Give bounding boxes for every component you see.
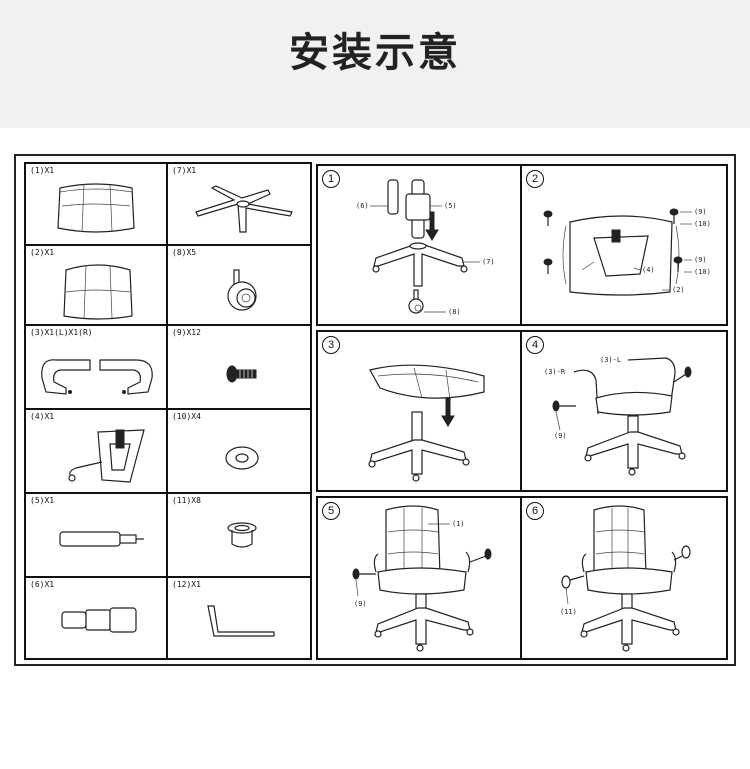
step-number: 3: [322, 336, 340, 354]
step-number: 1: [322, 170, 340, 188]
svg-text:(6): (6): [356, 202, 369, 210]
step-4-panel: 4 (3)-L (3)-R (9): [520, 330, 728, 492]
svg-text:(1): (1): [452, 520, 465, 528]
part-label: (3)X1(L)X1(R): [30, 328, 93, 337]
step-5-illustration: (1) (9): [352, 505, 492, 652]
instruction-sheet: [14, 154, 736, 666]
step-6-illustration: (11): [560, 505, 691, 652]
step-3-illustration: [368, 364, 485, 482]
part-cell-3: (3)X1(L)X1(R): [24, 324, 168, 410]
step-2-illustration: (9) (10) (9) (10) (4) (2): [543, 208, 711, 296]
step-number: 5: [322, 502, 340, 520]
part-label: (1)X1: [30, 166, 55, 175]
part-label: (12)X1: [172, 580, 201, 589]
svg-text:(9): (9): [694, 256, 707, 264]
part-cell-4: (4)X1: [24, 408, 168, 494]
svg-text:(9): (9): [354, 600, 367, 608]
seat-mechanism-icon: [68, 429, 145, 483]
step-5-panel: 5 (1) (9): [316, 496, 522, 660]
part-cell-6: (6)X1: [24, 576, 168, 660]
svg-text:(3)-L: (3)-L: [600, 356, 621, 364]
gas-lift-icon: [59, 531, 144, 547]
part-label: (9)X12: [172, 328, 201, 337]
step-3-panel: 3: [316, 330, 522, 492]
screw-icon: [226, 365, 257, 383]
part-cell-9: (9)X12: [166, 324, 312, 410]
chair-base-icon: [195, 185, 293, 233]
part-label: (10)X4: [172, 412, 201, 421]
step-number: 6: [526, 502, 544, 520]
lift-cover-icon: [61, 607, 137, 633]
part-cell-1: (1)X1: [24, 162, 168, 246]
backrest-icon: [63, 264, 133, 320]
svg-text:(3)-R: (3)-R: [544, 368, 566, 376]
part-label: (6)X1: [30, 580, 55, 589]
washer-icon: [225, 446, 259, 470]
page-title: 安装示意: [289, 30, 461, 76]
step-6-panel: 6 (11): [520, 496, 728, 660]
svg-text:(10): (10): [694, 268, 711, 276]
step-2-panel: 2 (9) (10) (9) (10) (4) (2): [520, 164, 728, 326]
svg-text:(8): (8): [448, 308, 461, 316]
step-4-illustration: (3)-L (3)-R (9): [544, 356, 692, 476]
svg-text:(11): (11): [560, 608, 577, 616]
svg-text:(5): (5): [444, 202, 457, 210]
step-1-panel: 1 (6) (5) (7) (8): [316, 164, 522, 326]
svg-text:(10): (10): [694, 220, 711, 228]
part-cell-10: (10)X4: [166, 408, 312, 494]
cap-icon: [227, 522, 257, 548]
part-label: (5)X1: [30, 496, 55, 505]
caster-wheel-icon: [227, 269, 257, 311]
header-banner: 安装示意: [0, 0, 750, 128]
part-cell-12: (12)X1: [166, 576, 312, 660]
part-cell-5: (5)X1: [24, 492, 168, 578]
svg-text:(9): (9): [554, 432, 567, 440]
allen-key-icon: [207, 605, 275, 637]
step-number: 2: [526, 170, 544, 188]
part-label: (2)X1: [30, 248, 55, 257]
part-cell-7: (7)X1: [166, 162, 312, 246]
step-1-illustration: (6) (5) (7) (8): [356, 179, 495, 316]
part-cell-11: (11)X8: [166, 492, 312, 578]
part-cell-2: (2)X1: [24, 244, 168, 326]
seat-cushion-icon: [57, 183, 135, 233]
part-label: (7)X1: [172, 166, 197, 175]
step-number: 4: [526, 336, 544, 354]
svg-text:(4): (4): [642, 266, 655, 274]
part-cell-8: (8)X5: [166, 244, 312, 326]
part-label: (8)X5: [172, 248, 197, 257]
part-label: (11)X8: [172, 496, 201, 505]
armrest-pair-icon: [41, 359, 153, 395]
svg-text:(9): (9): [694, 208, 707, 216]
svg-text:(2): (2): [672, 286, 685, 294]
svg-text:(7): (7): [482, 258, 495, 266]
part-label: (4)X1: [30, 412, 55, 421]
